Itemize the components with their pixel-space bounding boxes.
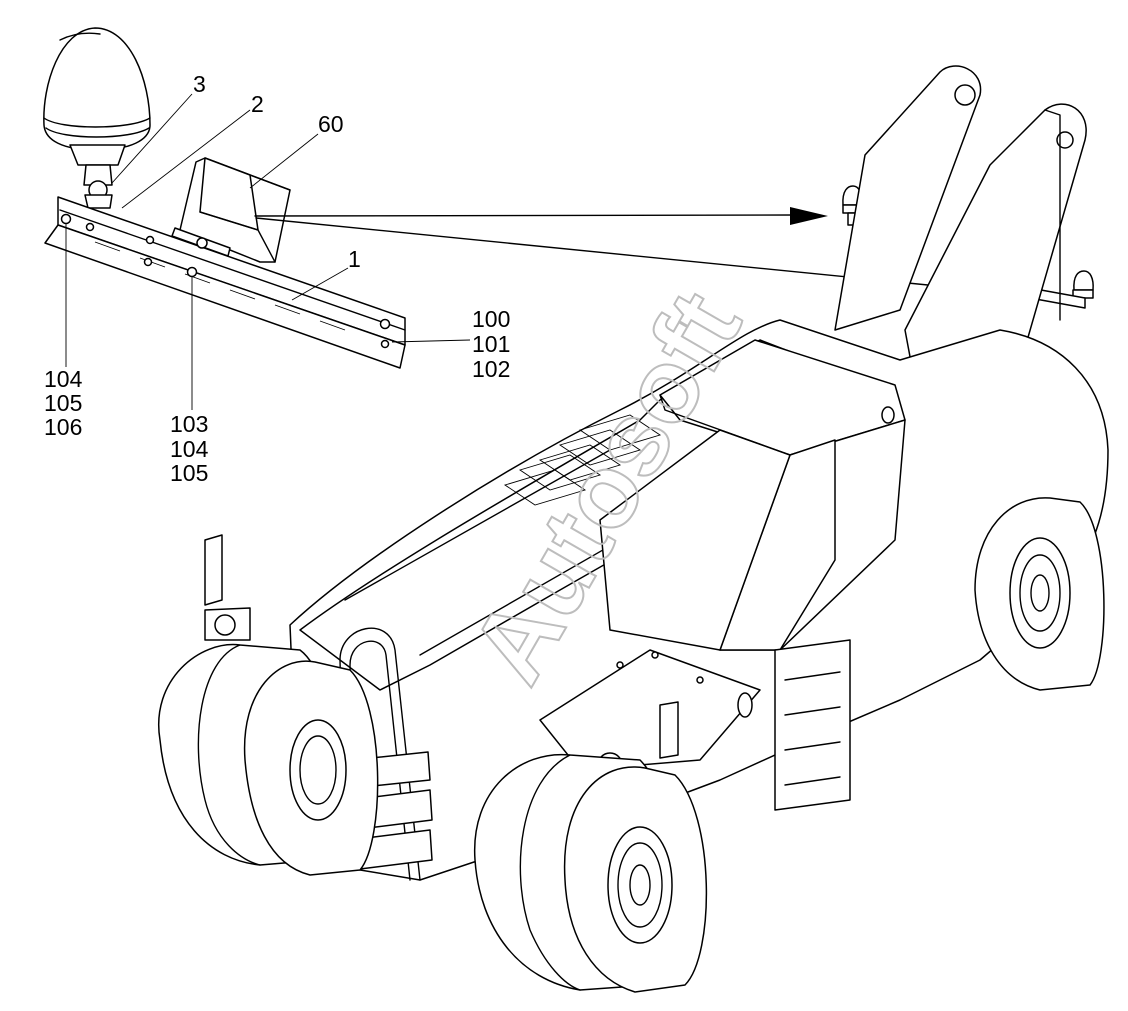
front-left-wheels bbox=[157, 643, 379, 876]
callout-104-left: 104 bbox=[44, 366, 83, 392]
rear-right-wheel bbox=[974, 497, 1105, 691]
mounting-bracket bbox=[44, 196, 406, 369]
callout-105-left: 105 bbox=[44, 390, 82, 416]
callout-3: 3 bbox=[193, 71, 206, 97]
callout-101: 101 bbox=[472, 331, 510, 357]
callout-2: 2 bbox=[251, 91, 264, 117]
front-right-wheels bbox=[474, 753, 708, 993]
side-steps bbox=[774, 639, 851, 811]
callout-1: 1 bbox=[348, 246, 361, 272]
callout-105-center: 105 bbox=[170, 460, 208, 486]
control-box bbox=[171, 157, 291, 263]
callout-106: 106 bbox=[44, 414, 82, 440]
callout-60: 60 bbox=[318, 111, 344, 137]
callout-102: 102 bbox=[472, 356, 510, 382]
callout-100: 100 bbox=[472, 306, 510, 332]
callout-104-center: 104 bbox=[170, 436, 209, 462]
callout-103: 103 bbox=[170, 411, 208, 437]
bolt-holes bbox=[60, 213, 391, 349]
leader-lines bbox=[65, 93, 471, 410]
beacon-light bbox=[43, 27, 151, 209]
callout-labels: 3 2 60 1 100 101 102 104 105 106 103 104… bbox=[44, 71, 510, 486]
